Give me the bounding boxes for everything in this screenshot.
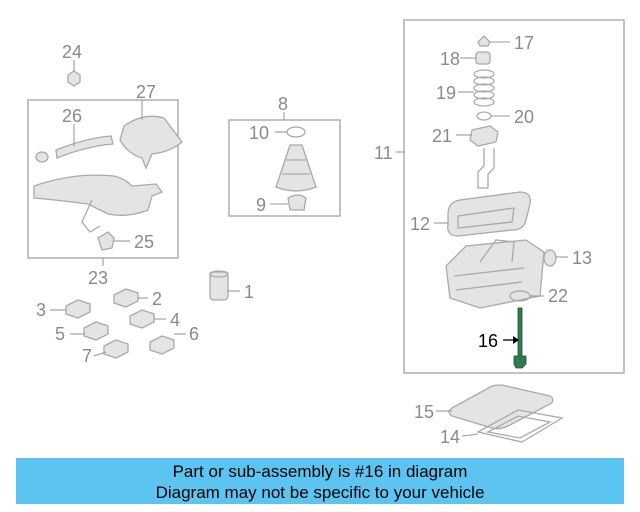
part-brake-lever [33,174,164,233]
label-16: 16 [478,331,498,351]
label-24: 24 [62,42,82,62]
label-21: 21 [432,126,452,146]
part-1-bushing [209,270,240,301]
part-4-clip [129,309,166,329]
label-13: 13 [572,248,592,268]
part-18-seat [460,51,491,65]
label-4: 4 [170,310,180,330]
label-17: 17 [514,33,534,53]
part-27-boot [119,100,183,170]
label-19: 19 [436,83,456,103]
parts-diagram: 24 26 27 25 23 8 10 9 [27,19,625,447]
label-27: 27 [136,82,156,102]
label-2: 2 [152,289,162,309]
part-shift-shaft [477,148,495,189]
group-box-11 [403,19,625,374]
part-10-ring [275,126,306,138]
label-12: 12 [410,214,430,234]
label-25: 25 [134,232,154,252]
part-shift-boot [275,144,317,192]
part-21-bushing [456,125,499,147]
part-26-grip [35,124,114,163]
label-5: 5 [55,324,65,344]
label-8: 8 [278,94,288,114]
part-12-gasket [434,191,531,237]
caption-banner: Part or sub-assembly is #16 in diagram D… [16,458,624,504]
part-13-seal [543,249,568,267]
label-11: 11 [374,143,393,163]
part-19-spring [458,69,495,107]
label-14: 14 [440,427,460,447]
part-17-cap [477,35,510,47]
label-9: 9 [256,195,266,215]
part-6-clip [149,333,186,355]
label-10: 10 [249,123,269,143]
label-7: 7 [82,346,92,366]
part-14-gasket [461,409,564,443]
label-1: 1 [244,282,254,302]
part-16-highlighted [503,307,527,369]
label-22: 22 [548,286,568,306]
part-22-grommet [509,290,544,302]
caption-line-1: Part or sub-assembly is #16 in diagram [172,462,468,481]
part-15-cover [436,384,554,430]
part-7-clip [93,339,129,359]
label-20: 20 [514,107,534,127]
part-9-cap [270,194,307,211]
part-2-clip [113,288,148,308]
label-18: 18 [440,49,460,69]
label-15: 15 [414,402,434,422]
label-23: 23 [88,268,108,288]
part-5-clip [70,321,109,341]
part-20-washer [476,111,510,121]
part-3-clip [50,299,91,319]
part-24-nut [67,60,81,87]
caption-line-2: Diagram may not be specific to your vehi… [155,483,485,502]
part-25-switch [97,231,130,251]
label-26: 26 [62,106,82,126]
label-3: 3 [36,300,46,320]
label-6: 6 [189,324,199,344]
